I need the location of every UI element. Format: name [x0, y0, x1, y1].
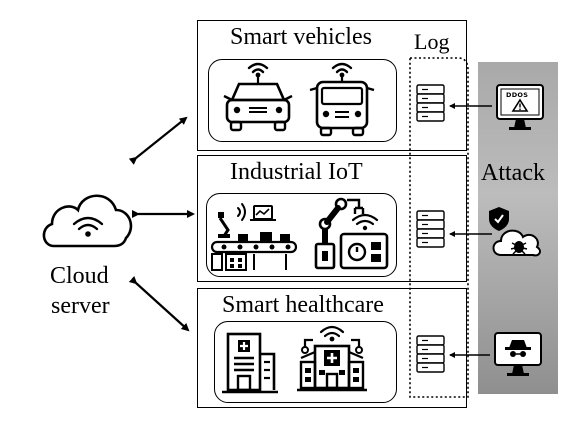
factory-conveyor-icon — [210, 203, 298, 271]
section-title-smart-healthcare: Smart healthcare — [222, 292, 384, 318]
cloud-label-line1: Cloud — [50, 263, 109, 289]
attack-label: Attack — [481, 160, 545, 186]
ddos-text: DDOS — [506, 91, 529, 99]
log-label: Log — [414, 29, 450, 54]
connected-car-icon — [223, 62, 293, 132]
cloud-wifi-icon — [42, 194, 133, 248]
section-title-industrial-iot: Industrial IoT — [230, 159, 363, 185]
hospital-building-icon — [222, 332, 278, 394]
smart-hospital-icon — [297, 325, 367, 392]
log-server-icon — [416, 335, 445, 373]
log-server-icon — [416, 84, 445, 122]
smart-vehicles-panel — [208, 59, 397, 142]
connected-bus-icon — [309, 62, 375, 137]
cloud-label-line2: server — [51, 293, 110, 319]
log-server-icon — [416, 210, 445, 248]
malware-cloud-icon — [489, 207, 541, 257]
hacker-monitor-icon — [494, 332, 542, 376]
robot-arm-icon — [314, 197, 389, 270]
ddos-monitor-icon — [496, 84, 544, 130]
section-title-smart-vehicles: Smart vehicles — [230, 24, 372, 50]
